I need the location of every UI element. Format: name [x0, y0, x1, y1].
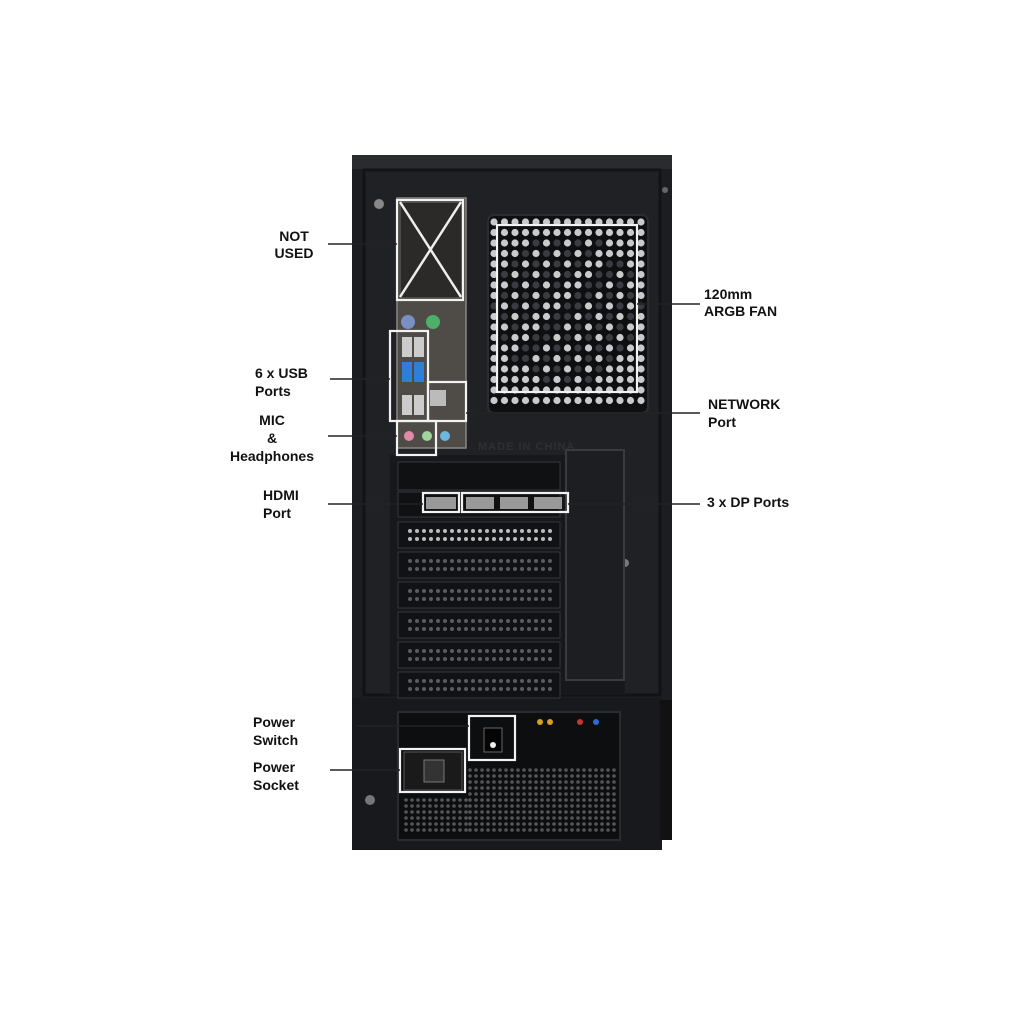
ethernet-port — [430, 390, 446, 406]
callout-not-used: NOT USED — [275, 228, 314, 261]
svg-text:6 x USB: 6 x USB — [255, 365, 308, 381]
svg-text:HDMI: HDMI — [263, 487, 299, 503]
usb3-port — [402, 362, 412, 382]
svg-text:NOT: NOT — [279, 228, 309, 244]
svg-text:Power: Power — [253, 714, 296, 730]
svg-text:3 x DP Ports: 3 x DP Ports — [707, 494, 789, 510]
callout-fan: 120mm ARGB FAN — [704, 286, 777, 319]
svg-text:Switch: Switch — [253, 732, 298, 748]
callout-usb: 6 x USB Ports — [255, 365, 308, 399]
svg-text:MIC: MIC — [259, 412, 285, 428]
svg-text:USED: USED — [275, 245, 314, 261]
dp-highlight — [460, 491, 570, 514]
audio-highlight — [395, 419, 438, 457]
displayport — [500, 497, 528, 509]
made-in-china-emboss: MADE IN CHINA — [478, 441, 575, 453]
fan-grille — [487, 214, 649, 414]
svg-text:Ports: Ports — [255, 383, 291, 399]
leader-lines — [328, 243, 700, 771]
usb-port — [414, 395, 424, 415]
thumb-screw-icon — [374, 199, 384, 209]
ps2-keyboard-port — [401, 315, 415, 329]
headphone-jack — [422, 431, 432, 441]
power-switch-highlight — [467, 714, 517, 762]
svg-text:NETWORK: NETWORK — [708, 396, 780, 412]
callout-network: NETWORK Port — [708, 396, 780, 430]
svg-text:ARGB FAN: ARGB FAN — [704, 303, 777, 319]
network-highlight — [426, 380, 468, 423]
io-shield — [396, 197, 467, 449]
fan-highlight — [495, 223, 639, 394]
svg-text:&: & — [267, 430, 277, 446]
svg-text:Port: Port — [263, 505, 291, 521]
ps2-mouse-port — [426, 315, 440, 329]
callout-mic-headphones: MIC & Headphones — [230, 412, 314, 464]
line-in-jack — [440, 431, 450, 441]
svg-text:120mm: 120mm — [704, 286, 752, 302]
mic-jack — [404, 431, 414, 441]
usb3-port — [414, 362, 424, 382]
expansion-slots — [390, 449, 625, 699]
callout-dp: 3 x DP Ports — [707, 494, 789, 510]
power-switch — [483, 727, 503, 753]
usb-port — [402, 337, 412, 357]
usb-port — [402, 395, 412, 415]
callout-hdmi: HDMI Port — [263, 487, 299, 521]
callout-power-socket: Power Socket — [253, 759, 299, 793]
svg-text:Port: Port — [708, 414, 736, 430]
hdmi-port — [426, 497, 456, 509]
power-socket — [423, 759, 445, 783]
not-used-highlight — [395, 198, 465, 302]
svg-text:Power: Power — [253, 759, 296, 775]
callout-power-switch: Power Switch — [253, 714, 298, 748]
displayport — [534, 497, 562, 509]
svg-text:Headphones: Headphones — [230, 448, 314, 464]
usb-port — [414, 337, 424, 357]
displayport — [466, 497, 494, 509]
hdmi-highlight — [421, 491, 461, 514]
power-supply — [397, 711, 621, 841]
svg-text:Socket: Socket — [253, 777, 299, 793]
